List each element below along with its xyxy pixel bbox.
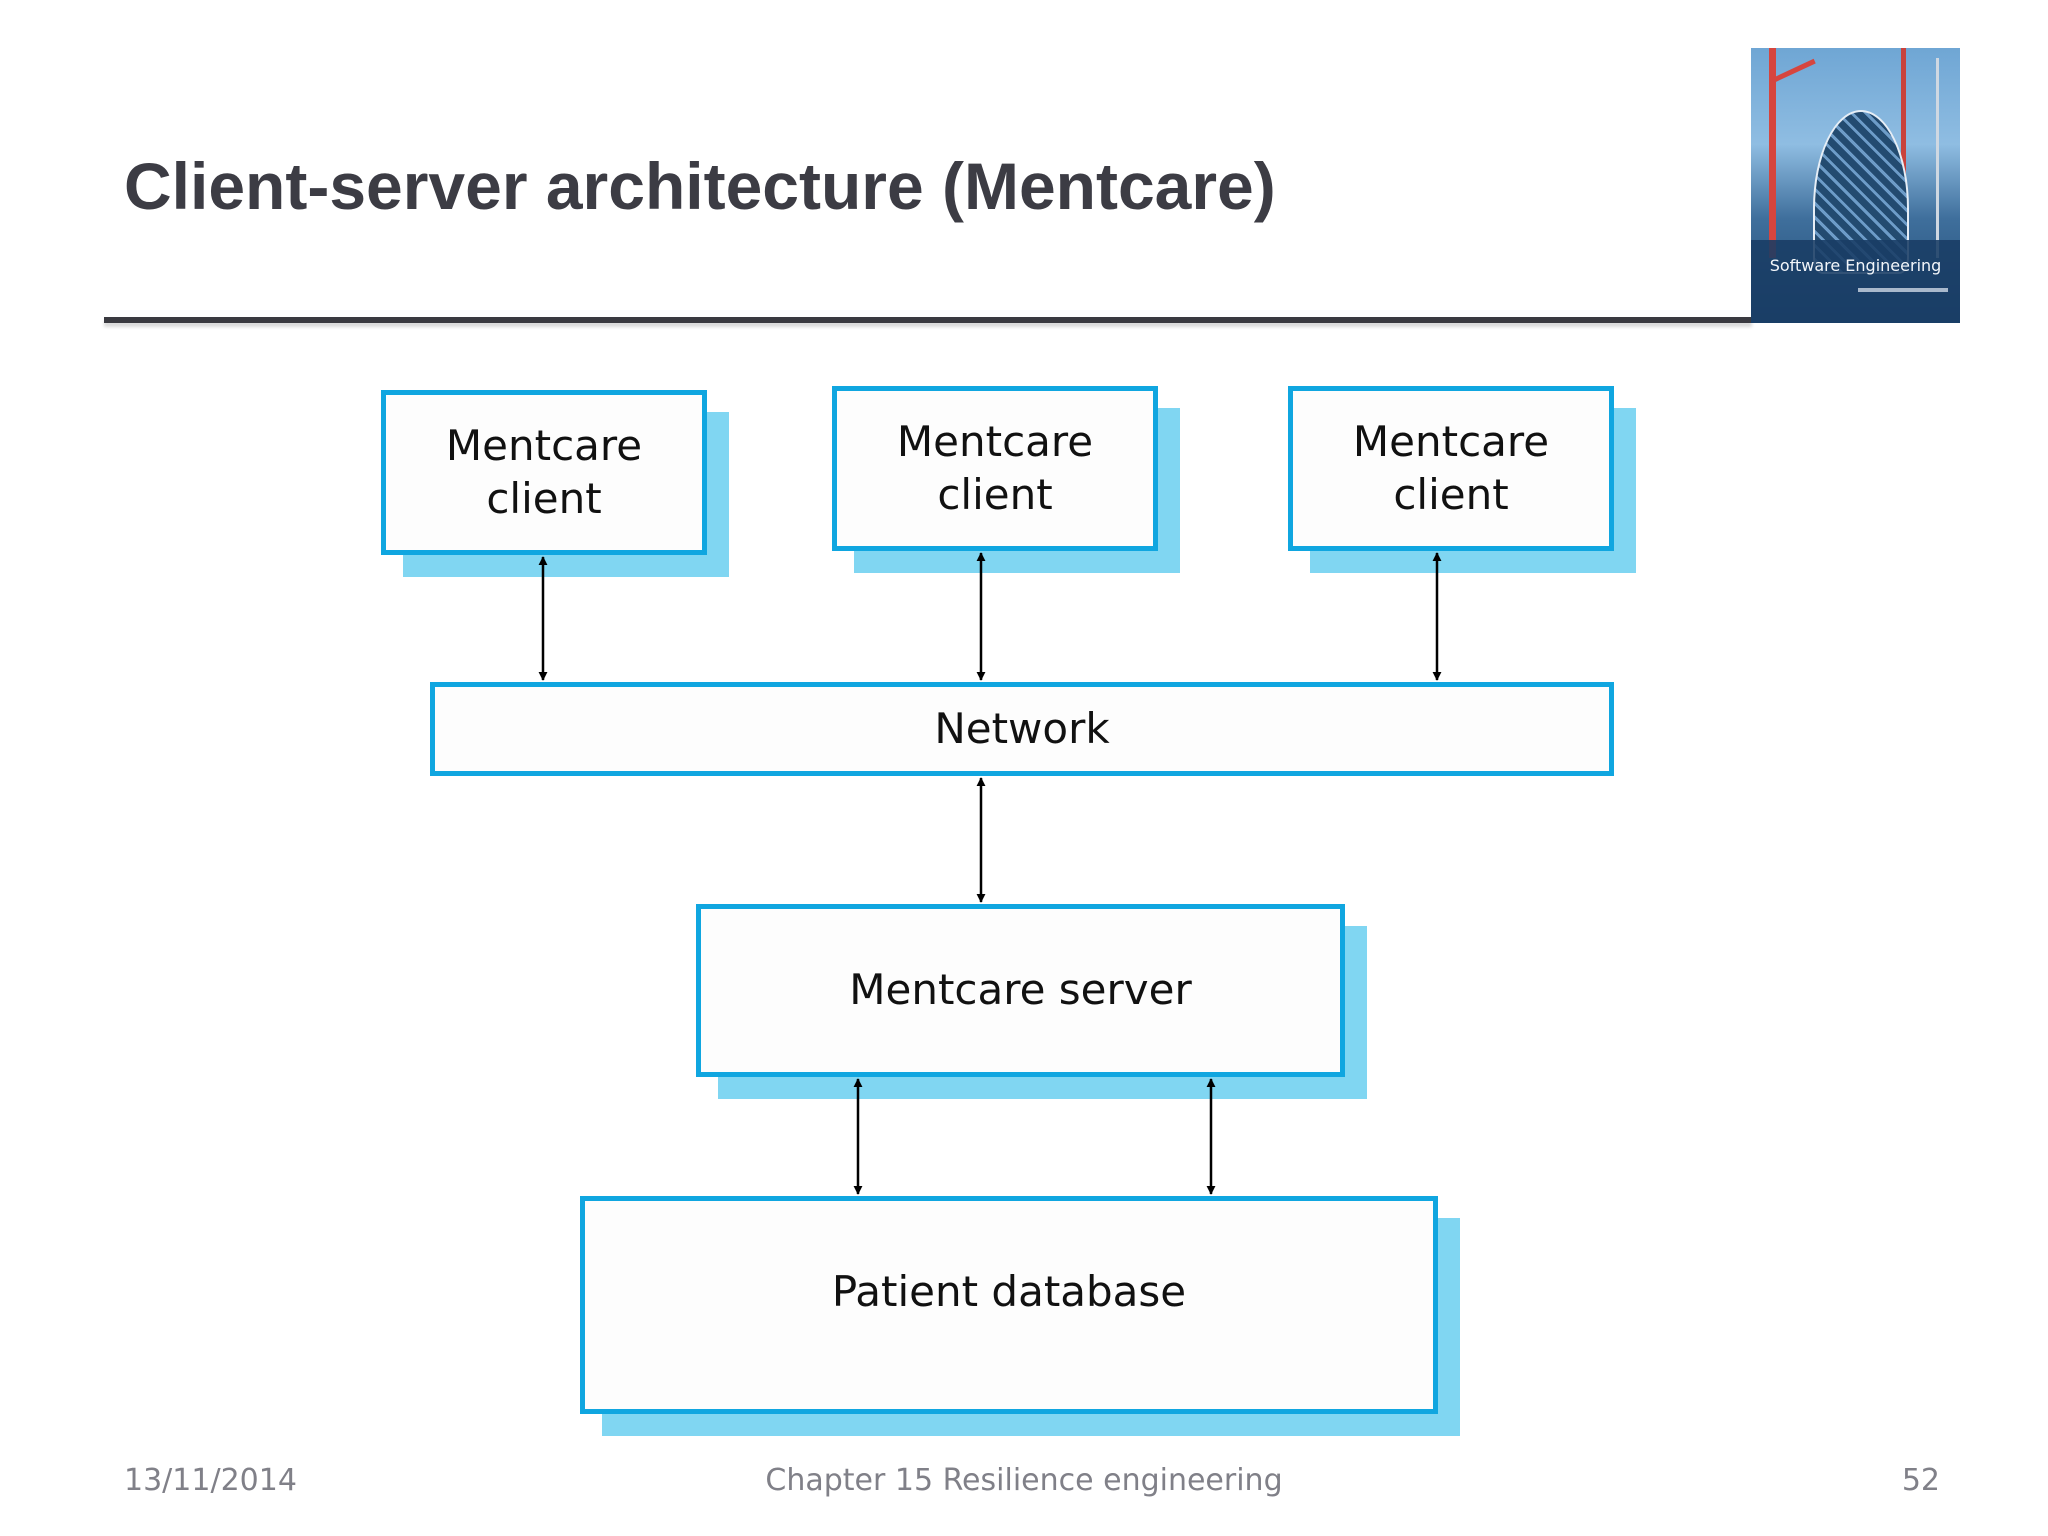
footer-date: 13/11/2014 bbox=[124, 1463, 297, 1498]
cover-author-line bbox=[1858, 288, 1948, 292]
patient-database-box: Patient database bbox=[580, 1196, 1438, 1414]
book-cover-image: Software Engineering bbox=[1751, 48, 1960, 323]
server-label: Mentcare server bbox=[849, 965, 1192, 1015]
client-label-line1: Mentcare bbox=[445, 421, 643, 470]
crane-graphic-2 bbox=[1901, 48, 1906, 218]
cover-band bbox=[1751, 240, 1960, 323]
footer-chapter: Chapter 15 Resilience engineering bbox=[765, 1463, 1283, 1498]
mast-graphic bbox=[1936, 58, 1939, 258]
network-label: Network bbox=[934, 703, 1110, 753]
slide-title: Client-server architecture (Mentcare) bbox=[124, 149, 1276, 223]
client-label-line2: client bbox=[1393, 469, 1509, 519]
title-rule bbox=[104, 317, 1752, 323]
mentcare-client-box-3: Mentcare client bbox=[1288, 386, 1614, 551]
client-label-line1: Mentcare bbox=[1352, 417, 1550, 466]
cover-title: Software Engineering bbox=[1769, 256, 1942, 275]
mentcare-server-box: Mentcare server bbox=[696, 904, 1345, 1077]
client-label-line2: client bbox=[937, 469, 1053, 519]
mentcare-client-box-1: Mentcare client bbox=[381, 390, 707, 555]
network-box: Network bbox=[430, 682, 1614, 776]
mentcare-client-box-2: Mentcare client bbox=[832, 386, 1158, 551]
database-label: Patient database bbox=[831, 1266, 1187, 1316]
footer-page-number: 52 bbox=[1901, 1463, 1940, 1498]
crane-graphic bbox=[1769, 48, 1776, 258]
client-label-line2: client bbox=[486, 473, 602, 523]
client-label-line1: Mentcare bbox=[896, 417, 1094, 466]
